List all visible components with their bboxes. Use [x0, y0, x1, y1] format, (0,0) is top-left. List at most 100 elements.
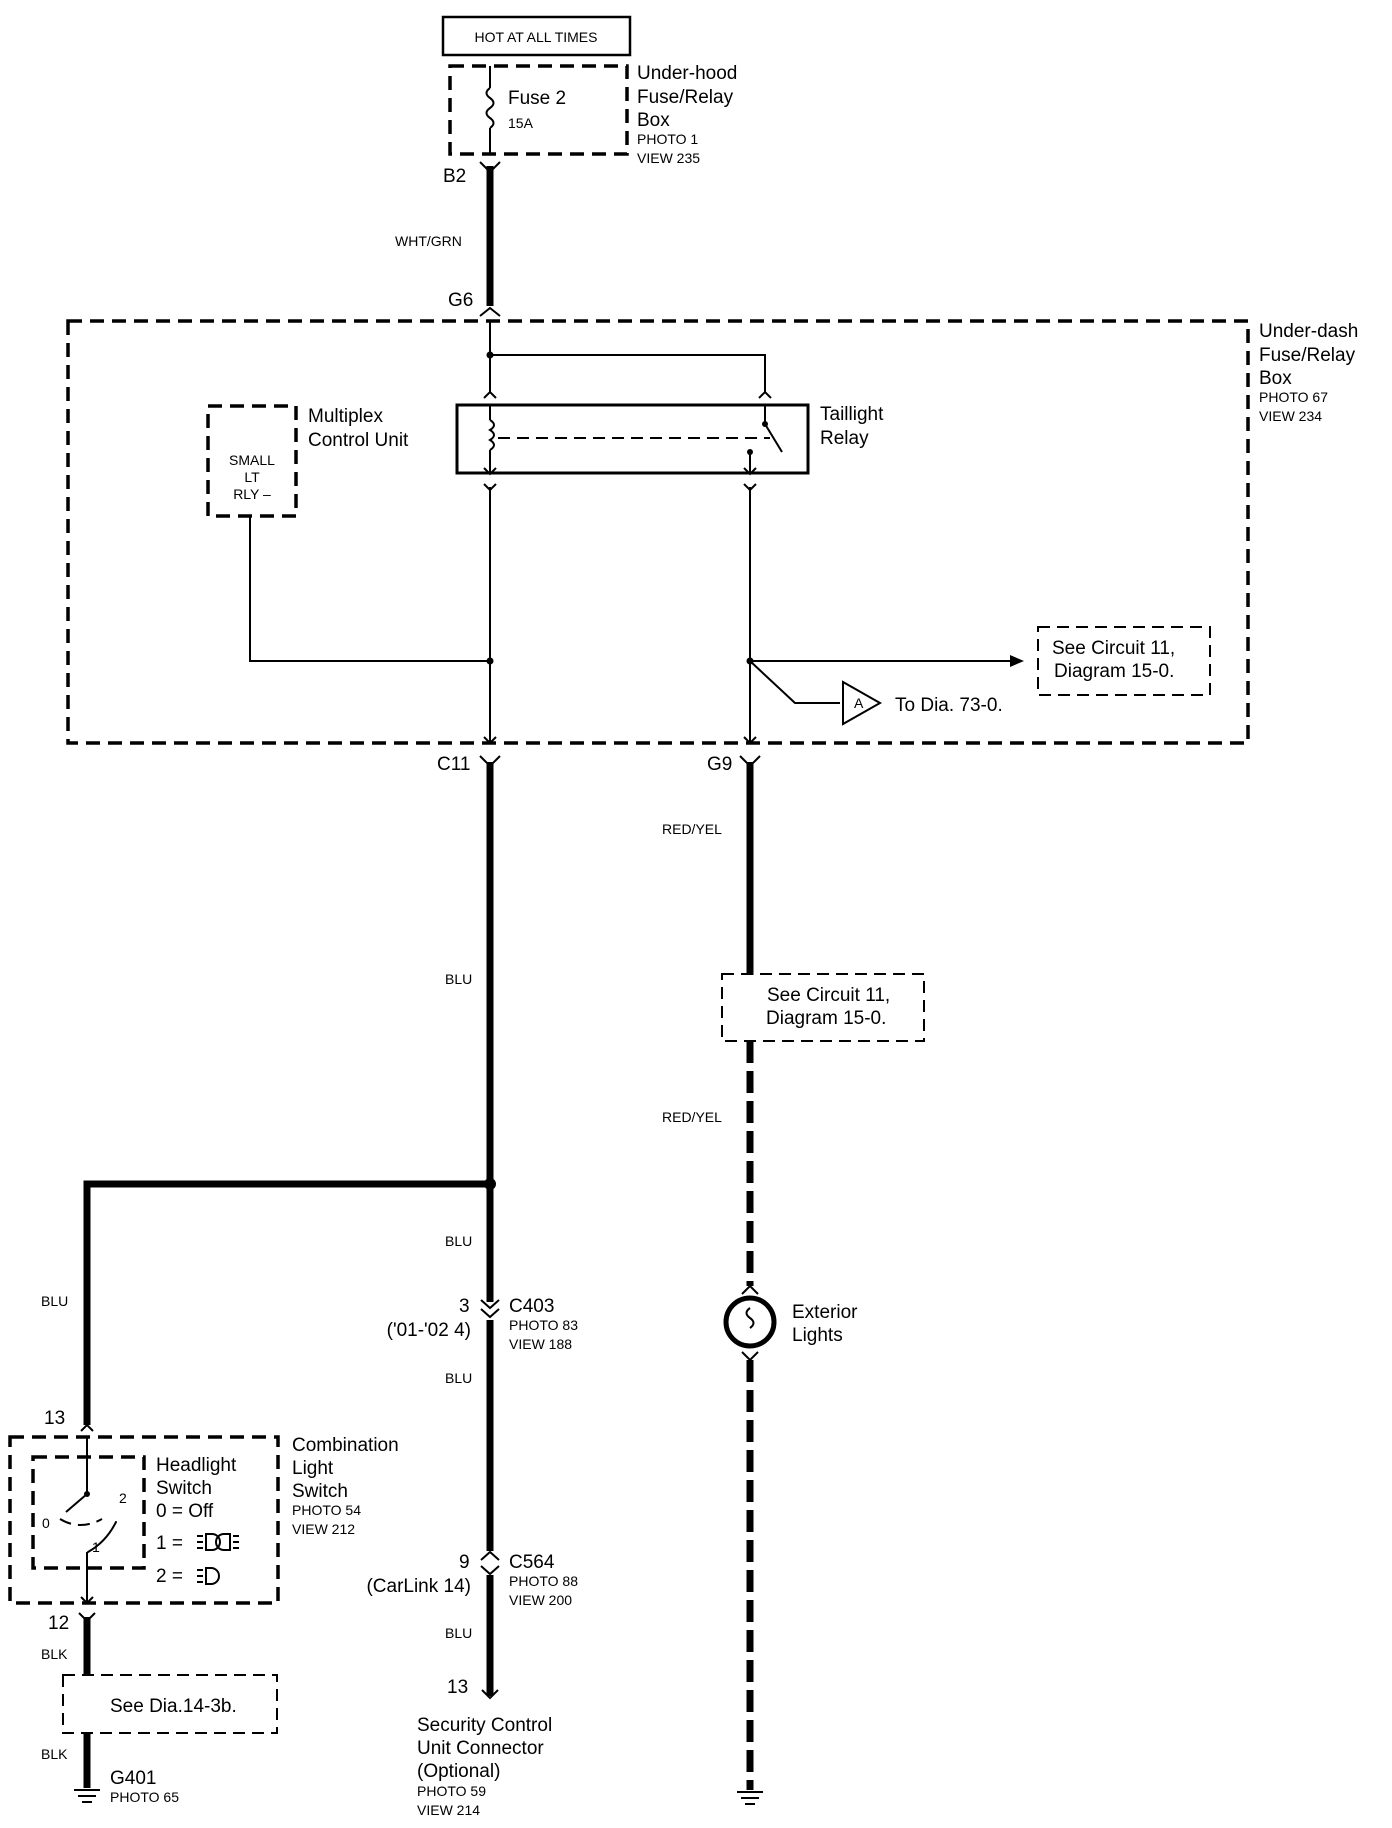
c403-photo: PHOTO 83 — [509, 1317, 578, 1333]
relay-contact — [764, 423, 783, 453]
multiplex-label-1: Multiplex — [308, 406, 383, 427]
connector-g6 — [479, 306, 501, 317]
wire-label-wht-grn: WHT/GRN — [395, 233, 462, 249]
relay-label-2: Relay — [820, 428, 869, 449]
c403-name: C403 — [509, 1296, 554, 1317]
c564-note: (CarLink 14) — [366, 1576, 471, 1597]
combination-light-switch — [8, 1435, 280, 1605]
underdash-fuse-box — [66, 319, 1250, 745]
combo-label-2: Light — [292, 1458, 334, 1479]
connector-c403 — [480, 1299, 500, 1319]
terminal-g9: G9 — [707, 754, 732, 775]
underhood-label-1: Under-hood — [637, 63, 737, 84]
terminal-12: 12 — [48, 1613, 69, 1634]
switch-arm — [65, 1493, 88, 1513]
wire-label-blu-2: BLU — [445, 1233, 472, 1249]
underdash-label-1: Under-dash — [1259, 321, 1358, 342]
combo-photo: PHOTO 54 — [292, 1502, 361, 1518]
to-dia-badge — [842, 680, 883, 726]
c564-view: VIEW 200 — [509, 1592, 572, 1608]
underhood-label-2: Fuse/Relay — [637, 87, 734, 108]
switch-pos-2: 2 — [119, 1490, 127, 1506]
see-circuit-a-1: See Circuit 11, — [1052, 638, 1175, 659]
multiplex-control-unit — [206, 404, 298, 518]
terminal-3: 3 — [459, 1296, 470, 1317]
fuse-name: Fuse 2 — [508, 88, 566, 109]
headlight-label-2: Switch — [156, 1478, 212, 1499]
security-photo: PHOTO 59 — [417, 1783, 486, 1799]
g401-photo: PHOTO 65 — [110, 1789, 179, 1805]
headlight-pos-1: 1 = — [156, 1533, 183, 1554]
see-circuit-b-2: Diagram 15-0. — [766, 1008, 886, 1029]
parking-light-icon — [197, 1533, 239, 1551]
underhood-view: VIEW 235 — [637, 150, 700, 166]
headlight-label-1: Headlight — [156, 1455, 237, 1476]
g401-name: G401 — [110, 1768, 156, 1789]
security-label-1: Security Control — [417, 1715, 552, 1736]
c403-view: VIEW 188 — [509, 1336, 572, 1352]
see-circuit-a-2: Diagram 15-0. — [1054, 661, 1174, 682]
security-label-2: Unit Connector — [417, 1738, 544, 1759]
see-circuit-box-b — [721, 973, 925, 1042]
wire-label-blu-1: BLU — [445, 971, 472, 987]
headlight-icon — [197, 1567, 220, 1585]
underhood-label-3: Box — [637, 110, 670, 131]
taillight-relay — [455, 403, 810, 475]
exterior-label-2: Lights — [792, 1325, 843, 1346]
wire-label-blu-3: BLU — [445, 1370, 472, 1386]
connector-c564 — [480, 1550, 500, 1561]
to-dia-text: To Dia. 73-0. — [895, 695, 1003, 716]
underdash-view: VIEW 234 — [1259, 408, 1322, 424]
switch-pos-0: 0 — [42, 1515, 50, 1531]
terminal-13a: 13 — [44, 1408, 65, 1429]
see-circuit-b-1: See Circuit 11, — [767, 985, 890, 1006]
combo-label-3: Switch — [292, 1481, 348, 1502]
ground-symbol-right — [737, 1791, 763, 1805]
multiplex-label-2: Control Unit — [308, 430, 409, 451]
relay-label-1: Taillight — [820, 404, 884, 425]
wire-label-blk-1: BLK — [41, 1646, 68, 1662]
underdash-label-2: Fuse/Relay — [1259, 345, 1356, 366]
exterior-label-1: Exterior — [792, 1302, 858, 1323]
underdash-label-3: Box — [1259, 368, 1292, 389]
headlight-pos-2: 2 = — [156, 1566, 183, 1587]
wire-label-red-yel-2: RED/YEL — [662, 1109, 722, 1125]
headlight-pos-0: 0 = Off — [156, 1501, 214, 1522]
ground-symbol-left — [74, 1789, 100, 1803]
terminal-c11: C11 — [437, 754, 470, 775]
headlight-switch — [31, 1455, 146, 1570]
c564-name: C564 — [509, 1552, 555, 1573]
see-dia-text: See Dia.14-3b. — [110, 1696, 237, 1717]
exterior-lights-bulb — [723, 1295, 777, 1349]
underhood-photo: PHOTO 1 — [637, 131, 698, 147]
c564-photo: PHOTO 88 — [509, 1573, 578, 1589]
switch-pos-1: 1 — [92, 1539, 100, 1555]
see-dia-box — [62, 1674, 278, 1734]
wire-label-blk-2: BLK — [41, 1746, 68, 1762]
underdash-photo: PHOTO 67 — [1259, 389, 1328, 405]
security-label-3: (Optional) — [417, 1761, 500, 1782]
wire-label-blu-4: BLU — [445, 1625, 472, 1641]
see-circuit-box-a — [1037, 626, 1211, 696]
combo-label-1: Combination — [292, 1435, 399, 1456]
c403-note: ('01-'02 4) — [387, 1320, 471, 1341]
wire-label-red-yel-1: RED/YEL — [662, 821, 722, 837]
to-dia-badge-letter: A — [854, 695, 864, 711]
hot-label-box — [441, 15, 632, 57]
wire-blu-left — [83, 1180, 490, 1425]
terminal-g6: G6 — [448, 290, 473, 311]
multiplex-pin-3: RLY – — [233, 486, 271, 502]
arrow-see-circuit — [1010, 655, 1024, 667]
multiplex-pin-2: LT — [244, 469, 260, 485]
hot-label: HOT AT ALL TIMES — [475, 29, 598, 45]
fuse-symbol — [485, 87, 495, 129]
terminal-13b: 13 — [447, 1677, 468, 1698]
terminal-9: 9 — [459, 1552, 470, 1573]
security-view: VIEW 214 — [417, 1802, 480, 1818]
fuse-rating: 15A — [508, 115, 534, 131]
multiplex-pin-1: SMALL — [229, 452, 275, 468]
underhood-fuse-box — [448, 64, 629, 156]
wire-label-blu-left: BLU — [41, 1293, 68, 1309]
terminal-b2: B2 — [443, 166, 466, 187]
